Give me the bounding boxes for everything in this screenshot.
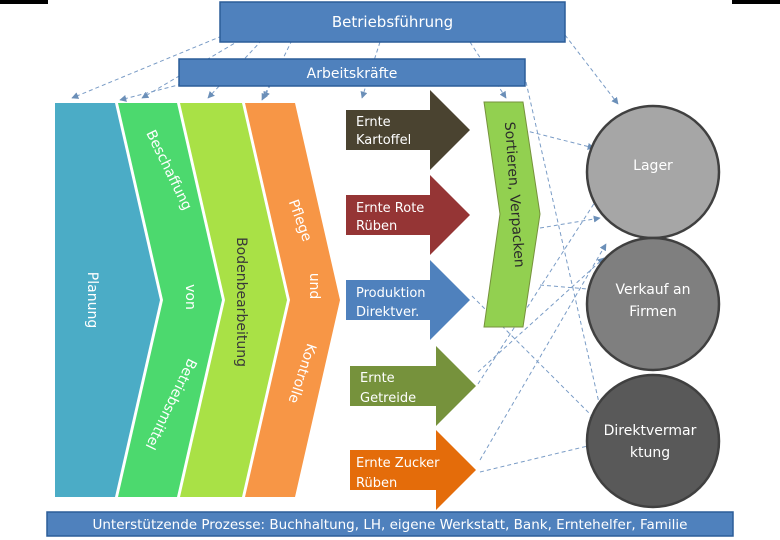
arrow-ernte-kartoffel xyxy=(346,90,470,170)
support-processes-bar xyxy=(46,511,734,537)
arrow-ernte-getreide xyxy=(350,346,476,426)
arrow-1-line-2: Kartoffel xyxy=(356,133,411,148)
planung-label: Planung xyxy=(84,272,100,328)
arrow-produktion-direktver xyxy=(346,260,470,340)
arrow-3-line-2: Direktver. xyxy=(356,305,419,320)
harvest-arrows: Ernte Kartoffel Ernte Rote Rüben Produkt… xyxy=(346,90,476,510)
arrow-5-line-2: Rüben xyxy=(356,476,397,491)
connector-arrow xyxy=(564,34,619,105)
arrow-ernte-zucker-rueben xyxy=(350,430,476,510)
arrow-5-line-1: Ernte Zucker xyxy=(356,456,440,471)
arbeitskraefte-label: Arbeitskräfte xyxy=(307,66,398,82)
beschaffung-chevron xyxy=(118,103,222,497)
betriebsfuehrung-box xyxy=(219,1,566,43)
verkauf-circle xyxy=(585,236,721,372)
connector-arrow xyxy=(522,129,595,150)
direktvermarktung-circle xyxy=(585,373,721,509)
top-left-edge xyxy=(0,0,48,4)
planung-chevron xyxy=(55,103,160,497)
connector-arrow xyxy=(479,442,597,473)
support-processes-label: Unterstützende Prozesse: Buchhaltung, LH… xyxy=(93,517,688,533)
bodenbearbeitung-label: Bodenbearbeitung xyxy=(233,237,249,367)
circle-2-line-2: Firmen xyxy=(629,304,677,320)
connector-arrow xyxy=(71,35,223,99)
bodenbearbeitung-chevron xyxy=(180,103,287,497)
arrow-2-line-1: Ernte Rote xyxy=(356,201,424,216)
circle-2-line-1: Verkauf an xyxy=(615,282,690,298)
connector-arrow xyxy=(539,215,601,229)
arrow-ernte-rote-rueben xyxy=(346,175,470,255)
arrow-4-line-2: Getreide xyxy=(360,391,416,406)
connector-arrow xyxy=(263,39,293,99)
pflege-chevron xyxy=(245,103,340,497)
von-label: von xyxy=(182,284,198,310)
arrow-2-line-2: Rüben xyxy=(356,219,397,234)
arrow-4-line-1: Ernte xyxy=(360,371,395,386)
connector-arrow xyxy=(525,81,605,417)
circle-3-line-2: ktung xyxy=(630,445,670,461)
connector-arrow xyxy=(207,39,263,99)
und-label: und xyxy=(306,273,322,300)
arrow-1-line-1: Ernte xyxy=(356,115,391,130)
circle-3-line-1: Direktvermar xyxy=(604,423,697,439)
circle-1-line-1: Lager xyxy=(633,158,673,174)
connector-arrow xyxy=(477,187,605,385)
connector-arrow xyxy=(119,83,183,102)
top-right-edge xyxy=(732,0,780,4)
arbeitskraefte-box xyxy=(178,58,526,87)
connector-arrow xyxy=(477,257,605,373)
sortieren-chevron xyxy=(483,101,541,328)
betriebsfuehrung-label: Betriebsführung xyxy=(332,13,453,31)
arrow-3-line-1: Produktion xyxy=(356,286,426,301)
